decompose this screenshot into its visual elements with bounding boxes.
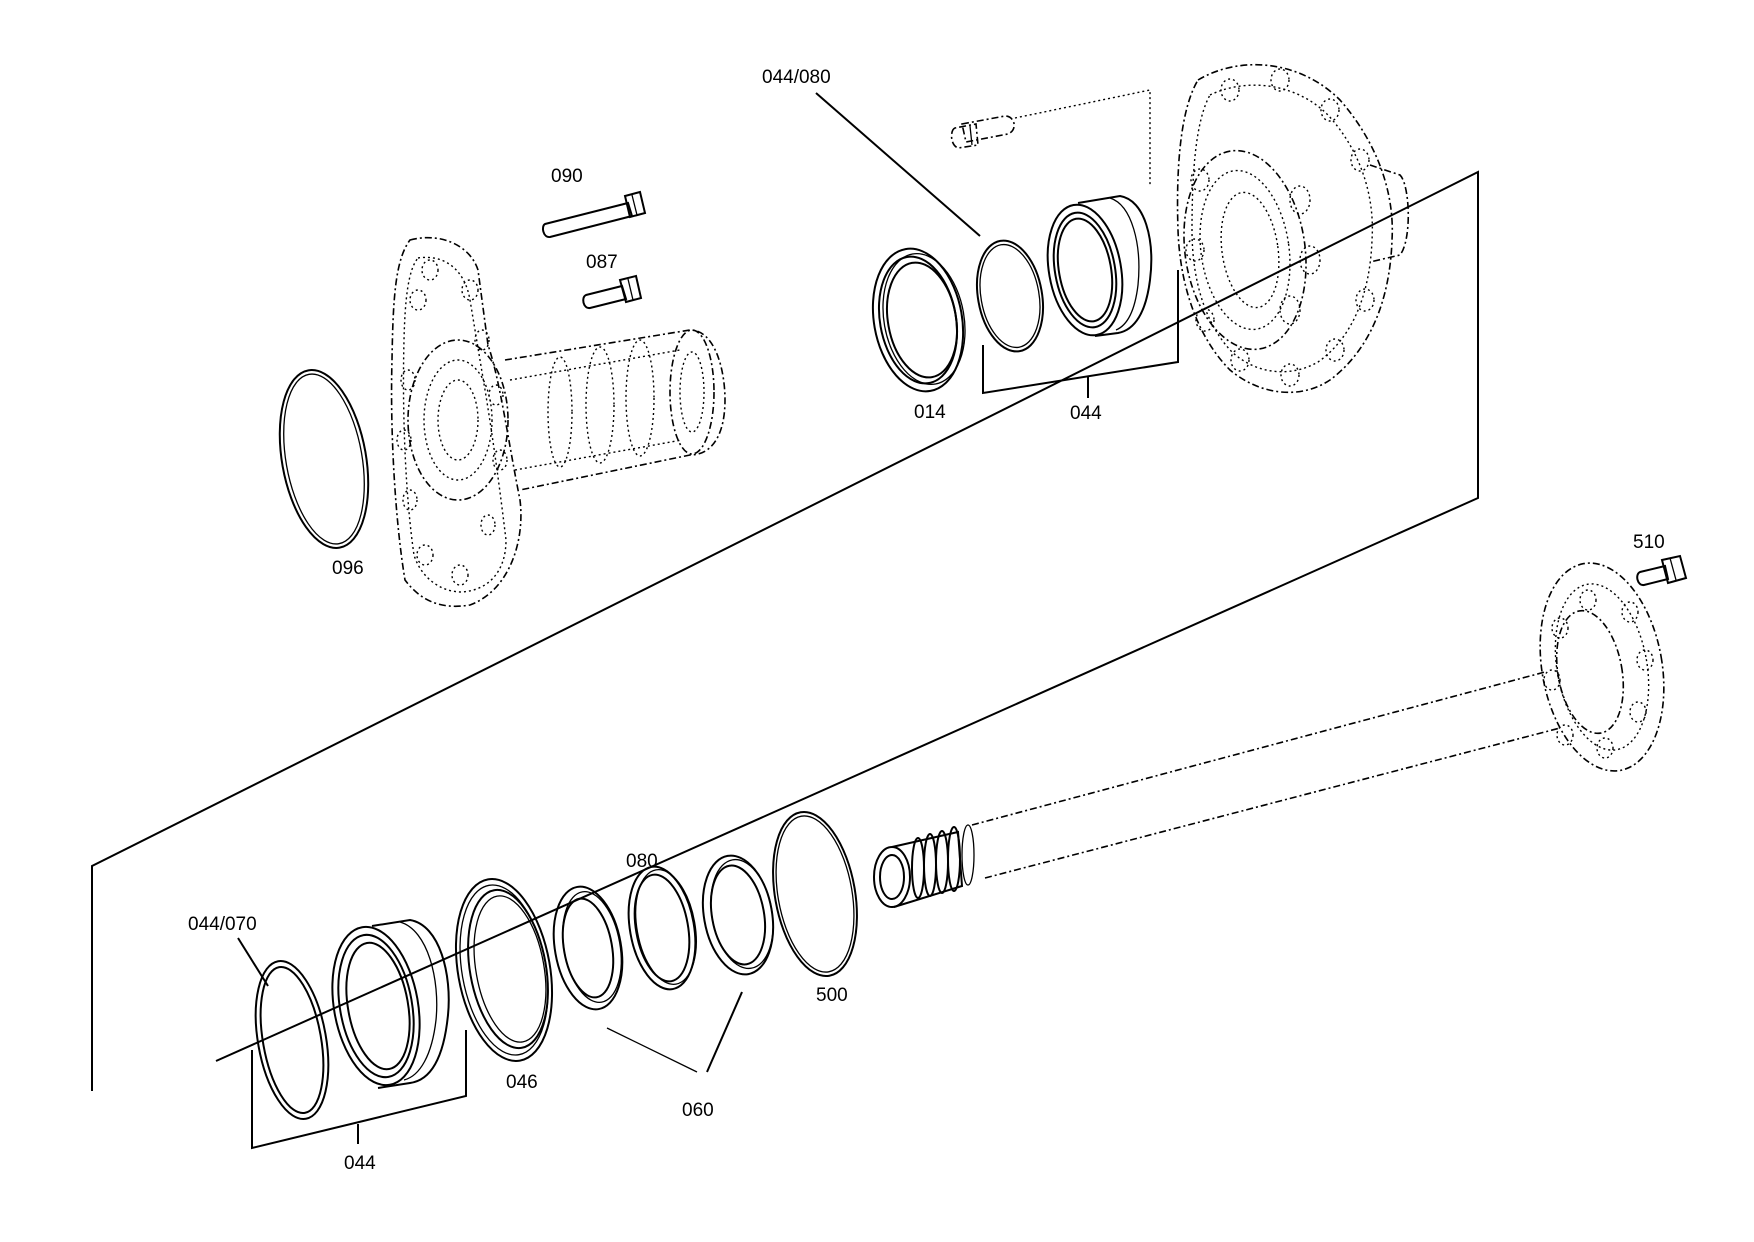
label-080: 080 [626, 851, 658, 872]
part-087-bolt [582, 274, 643, 309]
part-046-seal [454, 878, 554, 1062]
label-096: 096 [332, 558, 364, 579]
label-510: 510 [1633, 532, 1665, 553]
flange-housing [390, 236, 726, 607]
part-060-nut-right [701, 854, 775, 976]
label-046: 046 [506, 1072, 538, 1093]
part-044-bearing-bottom [331, 918, 450, 1089]
label-500: 500 [816, 985, 848, 1006]
part-044-070-ring [254, 959, 330, 1121]
bracket-044-top [982, 270, 1179, 395]
part-510-bolt [1636, 554, 1688, 586]
label-090: 090 [551, 166, 583, 187]
screw-alignment-line [1014, 89, 1151, 185]
label-044-080: 044/080 [762, 67, 831, 88]
part-090-bolt [541, 190, 647, 238]
leader-044-080 [815, 92, 981, 237]
leader-044-070 [237, 937, 269, 987]
gear-housing [1176, 63, 1410, 394]
label-044-top: 044 [1070, 403, 1102, 424]
output-shaft [873, 562, 1665, 908]
part-080-lock-washer [627, 865, 697, 991]
housing-screw [950, 115, 1015, 149]
label-014: 014 [914, 402, 946, 423]
part-500-o-ring [772, 810, 858, 978]
part-014-seal [871, 247, 966, 393]
label-087: 087 [586, 252, 618, 273]
part-044-bearing-top [1046, 194, 1153, 337]
upper-assembly-frame [91, 170, 1479, 1091]
label-044-070: 044/070 [188, 914, 257, 935]
label-060: 060 [682, 1100, 714, 1121]
part-096-o-ring [278, 369, 370, 549]
part-060-nut-left [552, 885, 624, 1011]
label-044-bottom: 044 [344, 1153, 376, 1174]
leader-060-left [606, 1027, 698, 1073]
bracket-044-bottom [251, 1030, 467, 1150]
part-044-080-ring [976, 239, 1044, 353]
leader-060-right [706, 991, 743, 1073]
